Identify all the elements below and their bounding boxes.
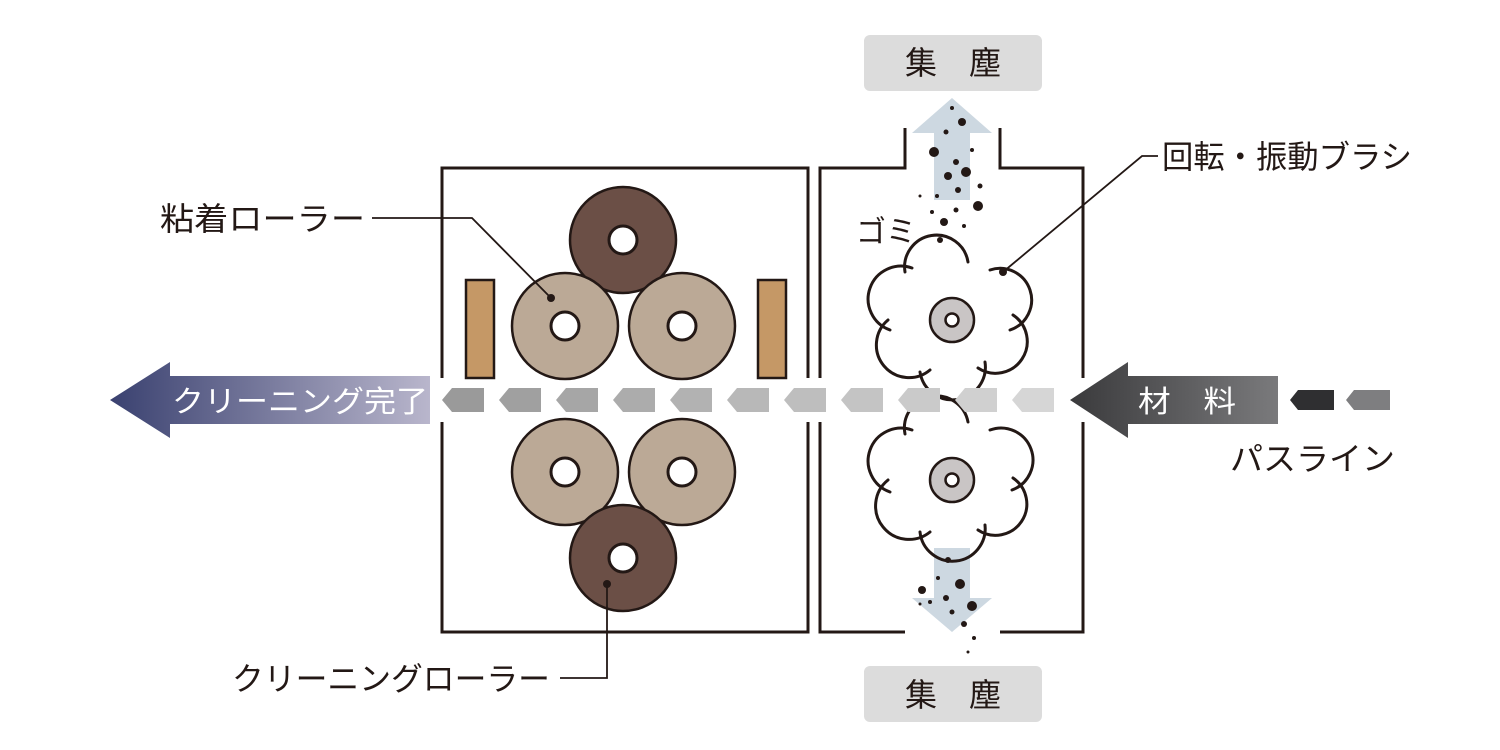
chevron [784, 388, 826, 412]
pass-line-label: パスライン [1230, 440, 1395, 478]
cleaning-roller-bottom [568, 503, 678, 613]
brush-dot [999, 268, 1007, 276]
cleaning-roller-label: クリーニングローラー [232, 660, 550, 698]
debris-label: ゴミ [856, 215, 916, 250]
pass-line-chevrons [442, 388, 1390, 412]
material-label: 材 料 [1138, 385, 1236, 420]
adhesive-roller-upper-right [627, 271, 737, 381]
brush-chamber [818, 128, 1085, 634]
adhesive-roller-label: 粘着ローラー [160, 200, 365, 238]
debris-particles-bottom [918, 557, 977, 654]
airflow-up-arrow [912, 98, 992, 200]
chevron [898, 388, 940, 412]
chevron [1290, 390, 1334, 410]
cleaning-roller-dot [603, 580, 611, 588]
brush-label: 回転・振動ブラシ [1162, 138, 1412, 176]
dust-collection-top-label: 集 塵 [905, 44, 1001, 82]
rotating-brush-lower [866, 394, 1035, 563]
chevron [841, 388, 883, 412]
chevron [613, 388, 655, 412]
chevron [1012, 388, 1054, 412]
debris-particles-top [918, 106, 983, 243]
chevron [499, 388, 541, 412]
cleaning-roller-top [568, 185, 678, 295]
brush-leader [1002, 155, 1158, 273]
roller-chamber [440, 166, 810, 634]
material-arrow [1070, 362, 1278, 438]
cleaning-complete-arrow [110, 362, 430, 438]
adhesive-roller-leader [372, 217, 552, 299]
adhesive-roller-upper-left [510, 271, 620, 381]
dust-collection-bottom-label: 集 塵 [905, 676, 1001, 714]
dust-collection-top-box [864, 35, 1042, 91]
adhesive-roller-lower-left [510, 417, 620, 527]
adhesive-roller-lower-right [627, 417, 737, 527]
chevron [1346, 390, 1390, 410]
chevron [442, 388, 484, 412]
chevron [955, 388, 997, 412]
dust-collection-bottom-box [864, 666, 1042, 722]
cleaning-roller-leader [560, 584, 608, 679]
leader-lines [372, 155, 1158, 679]
pad-right [756, 278, 788, 380]
adhesive-roller-dot [547, 294, 555, 302]
chevron [670, 388, 712, 412]
cleaning-complete-label: クリーニング完了 [172, 385, 428, 420]
rotating-brush-upper [866, 233, 1034, 402]
pad-left [464, 278, 496, 380]
chevron [556, 388, 598, 412]
chevron [727, 388, 769, 412]
